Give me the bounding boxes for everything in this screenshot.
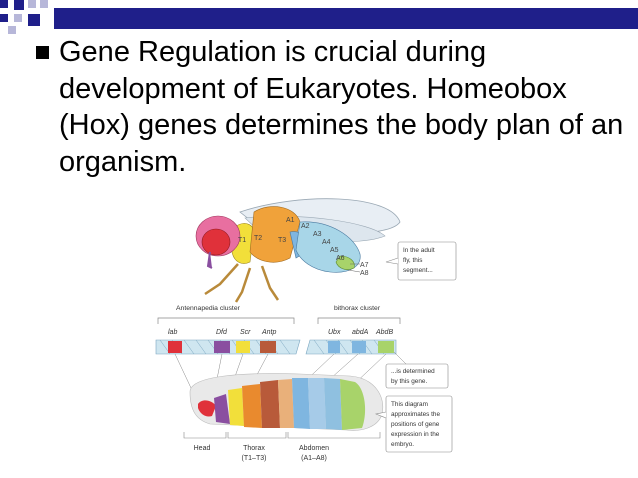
gene-block-lab bbox=[168, 341, 182, 353]
fly-thorax-t2 bbox=[249, 206, 301, 263]
deco-square bbox=[8, 26, 16, 34]
bullet-square-icon bbox=[36, 46, 49, 59]
cluster-bracket bbox=[317, 317, 401, 324]
segment-label: A3 bbox=[313, 231, 322, 238]
cluster-bracket bbox=[157, 317, 295, 324]
region-bracket bbox=[183, 432, 227, 439]
gene-name: Antp bbox=[261, 329, 277, 336]
gene-block-antp bbox=[260, 341, 276, 353]
callout-text: embryo. bbox=[391, 441, 414, 448]
segment-label: A6 bbox=[336, 255, 345, 262]
callout-diagram-note: This diagram approximates the positions … bbox=[374, 395, 453, 453]
fly-leg bbox=[260, 265, 280, 301]
segment-label: A5 bbox=[330, 247, 339, 254]
embryo-illustration bbox=[189, 373, 384, 431]
gene-block-abda bbox=[352, 341, 366, 353]
gene-name: abdA bbox=[352, 329, 369, 336]
region-label-abdomen-sub: (A1–A8) bbox=[301, 455, 327, 462]
deco-square bbox=[28, 14, 40, 26]
gene-block-abdb bbox=[378, 341, 394, 353]
gene-name: Dfd bbox=[216, 329, 228, 336]
fly-abdomen-tip bbox=[335, 255, 355, 270]
callout-text: ...is determined bbox=[391, 368, 435, 375]
segment-label: T1 bbox=[238, 237, 246, 244]
callout-text: fly, this bbox=[403, 257, 422, 264]
region-bracket bbox=[287, 432, 381, 439]
gene-block-ubx bbox=[328, 341, 340, 353]
gene-name: lab bbox=[168, 329, 177, 336]
callout-text: This diagram bbox=[391, 401, 428, 408]
callout-adult-segment: In the adult fly, this segment... bbox=[385, 241, 457, 281]
gene-block-scr bbox=[236, 341, 250, 353]
chromosome-dna bbox=[155, 339, 397, 355]
region-label-head: Head bbox=[194, 445, 211, 452]
deco-square bbox=[0, 0, 8, 8]
embryo-yellow bbox=[228, 388, 244, 426]
deco-square bbox=[28, 0, 36, 8]
callout-text: approximates the bbox=[391, 411, 440, 418]
region-label-thorax-sub: (T1–T3) bbox=[242, 455, 267, 462]
fly-proboscis bbox=[206, 251, 213, 269]
callout-determined-gene: ...is determined by this gene. bbox=[385, 363, 449, 389]
segment-label: A2 bbox=[301, 223, 310, 230]
region-bracket bbox=[227, 432, 287, 439]
cluster-label-antennapedia: Antennapedia cluster bbox=[176, 305, 241, 312]
region-label-abdomen: Abdomen bbox=[299, 445, 329, 452]
fly-eye bbox=[201, 228, 231, 256]
gene-block-dfd bbox=[214, 341, 230, 353]
segment-label: A1 bbox=[286, 217, 295, 224]
gene-name: AbdB bbox=[375, 329, 393, 336]
embryo-blue bbox=[292, 378, 310, 429]
deco-square bbox=[14, 14, 22, 22]
embryo-blue-2 bbox=[308, 378, 326, 429]
segment-label: T3 bbox=[278, 237, 286, 244]
segment-label: T2 bbox=[254, 235, 262, 242]
segment-label: A8 bbox=[360, 270, 369, 277]
callout-text: In the adult bbox=[403, 247, 435, 254]
gene-name: Scr bbox=[240, 329, 251, 336]
embryo-brown bbox=[260, 380, 280, 428]
embryo-blue-3 bbox=[324, 378, 342, 430]
embryo-orange bbox=[242, 384, 262, 428]
callout-text: positions of gene bbox=[391, 421, 440, 428]
callout-text: expression in the bbox=[391, 431, 440, 438]
deco-square bbox=[40, 0, 48, 8]
deco-square bbox=[0, 14, 8, 22]
fly-leg bbox=[234, 267, 252, 303]
embryo-head-red bbox=[198, 400, 216, 417]
bullet-text: Gene Regulation is crucial during develo… bbox=[59, 36, 624, 178]
callout-text: by this gene. bbox=[391, 378, 427, 385]
embryo-green bbox=[340, 379, 366, 430]
segment-label: A7 bbox=[360, 262, 369, 269]
gene-name: Ubx bbox=[328, 329, 341, 336]
embryo-orange-2 bbox=[278, 379, 294, 428]
cluster-label-bithorax: bithorax cluster bbox=[334, 305, 381, 312]
deco-square bbox=[14, 0, 24, 10]
fly-leg bbox=[204, 263, 239, 296]
region-label-thorax: Thorax bbox=[243, 445, 265, 452]
hox-gene-figure: A1 A2 A3 A4 A5 A6 T1 T2 T3 A7 A8 In the … bbox=[155, 198, 457, 462]
callout-text: segment... bbox=[403, 267, 433, 274]
embryo-purple bbox=[214, 394, 230, 424]
title-bar bbox=[54, 8, 638, 29]
segment-label: A4 bbox=[322, 239, 331, 246]
adult-fly-illustration: A1 A2 A3 A4 A5 A6 T1 T2 T3 A7 A8 bbox=[195, 198, 401, 303]
